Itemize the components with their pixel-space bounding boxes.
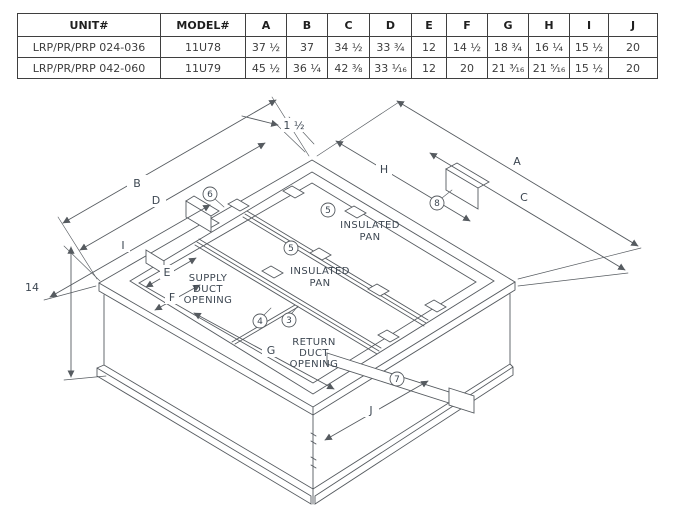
dimension-labels: B D I A C H E F G J 14 1 ½ <box>25 119 528 417</box>
spec-cell: 16 ¼ <box>528 36 570 58</box>
isometric-curb-drawing: B D I A C H E F G J 14 1 ½ INSULATED PAN… <box>22 96 642 505</box>
spec-cell: 12 <box>411 57 447 79</box>
callout-5-mid: 5 <box>283 240 299 256</box>
svg-text:4: 4 <box>257 317 263 327</box>
svg-text:DUCT: DUCT <box>193 284 223 295</box>
spec-cell: 42 ⅜ <box>327 57 370 79</box>
dim-label-h: H <box>380 163 388 176</box>
dim-label-i: I <box>121 239 124 252</box>
extension-lines <box>43 96 642 381</box>
spec-cell: 34 ½ <box>327 36 370 58</box>
spec-cell: 12 <box>411 36 447 58</box>
dimension-table: UNIT# MODEL# A B C D E F G H I J LRP/PR/… <box>17 13 658 79</box>
spec-cell: 45 ½ <box>245 57 287 79</box>
callout-4: 4 <box>252 313 268 329</box>
column-header-e: E <box>411 13 447 37</box>
callout-6: 6 <box>202 186 218 202</box>
dim-label-b: B <box>133 177 141 190</box>
spec-cell: 14 ½ <box>446 36 488 58</box>
svg-text:7: 7 <box>394 375 400 385</box>
curb-outline <box>96 159 516 505</box>
spec-cell: 37 ½ <box>245 36 287 58</box>
callout-8: 8 <box>429 195 445 211</box>
spec-cell: LRP/PR/PRP 024-036 <box>17 36 161 58</box>
svg-text:PAN: PAN <box>310 278 331 289</box>
spec-cell: 15 ½ <box>569 36 609 58</box>
divider-rails <box>194 210 429 355</box>
table-row: LRP/PR/PRP 042-060 11U79 45 ½ 36 ¼ 42 ⅜ … <box>17 57 658 79</box>
spec-cell: 20 <box>446 57 488 79</box>
svg-text:3: 3 <box>286 316 292 326</box>
dim-label-c: C <box>520 191 528 204</box>
spec-cell: 36 ¼ <box>286 57 328 79</box>
column-header-c: C <box>327 13 370 37</box>
dim-label-g: G <box>267 344 276 357</box>
column-header-a: A <box>245 13 287 37</box>
dim-label-f: F <box>169 291 175 304</box>
spec-cell: 21 ⁵⁄₁₆ <box>528 57 570 79</box>
spec-cell: 21 ³⁄₁₆ <box>487 57 529 79</box>
spec-cell: 37 <box>286 36 328 58</box>
spec-cell: 33 ¹⁄₁₆ <box>369 57 412 79</box>
dim-label-j: J <box>368 404 372 417</box>
spec-cell: 11U78 <box>160 36 246 58</box>
callout-3: 3 <box>281 312 297 328</box>
header-row: UNIT# MODEL# A B C D E F G H I J <box>17 13 658 37</box>
spec-cell: 33 ¾ <box>369 36 412 58</box>
table-row: LRP/PR/PRP 024-036 11U78 37 ½ 37 34 ½ 33… <box>17 36 658 58</box>
spec-cell: 11U79 <box>160 57 246 79</box>
callout-5-right: 5 <box>320 202 336 218</box>
insulated-pan-right-label: INSULATED <box>340 220 400 231</box>
column-header-d: D <box>369 13 412 37</box>
column-header-f: F <box>446 13 488 37</box>
column-header-h: H <box>528 13 570 37</box>
spec-cell: 18 ¾ <box>487 36 529 58</box>
column-header-i: I <box>569 13 609 37</box>
column-header-model: MODEL# <box>160 13 246 37</box>
insulated-pan-mid-label: INSULATED <box>290 266 350 277</box>
column-header-b: B <box>286 13 328 37</box>
return-duct-opening-label: RETURN <box>292 337 336 348</box>
spec-cell: LRP/PR/PRP 042-060 <box>17 57 161 79</box>
callouts: 5 5 6 8 4 3 7 <box>202 186 445 387</box>
column-header-j: J <box>608 13 658 37</box>
svg-text:OPENING: OPENING <box>184 295 233 306</box>
label-backgrounds <box>22 118 532 417</box>
callout-7: 7 <box>389 371 405 387</box>
supply-duct-opening-label: SUPPLY <box>189 273 228 284</box>
dim-label-e: E <box>164 266 171 279</box>
dim-label-d: D <box>152 194 160 207</box>
spec-cell: 15 ½ <box>569 57 609 79</box>
area-labels: INSULATED PAN INSULATED PAN SUPPLY DUCT … <box>184 220 400 370</box>
svg-text:PAN: PAN <box>360 232 381 243</box>
clip-bracket-6 <box>185 195 220 233</box>
callout-leaders <box>214 189 453 316</box>
dim-label-flange: 1 ½ <box>283 119 304 132</box>
svg-text:5: 5 <box>288 244 294 254</box>
spec-cell: 20 <box>608 36 658 58</box>
svg-text:6: 6 <box>207 190 213 200</box>
svg-text:8: 8 <box>434 199 440 209</box>
hold-down-bracket-8 <box>445 162 490 210</box>
svg-text:DUCT: DUCT <box>299 348 329 359</box>
svg-text:OPENING: OPENING <box>290 359 339 370</box>
column-header-unit: UNIT# <box>17 13 161 37</box>
column-header-g: G <box>487 13 529 37</box>
dim-label-a: A <box>513 155 521 168</box>
dim-label-14: 14 <box>25 281 39 294</box>
spec-cell: 20 <box>608 57 658 79</box>
svg-text:5: 5 <box>325 206 331 216</box>
